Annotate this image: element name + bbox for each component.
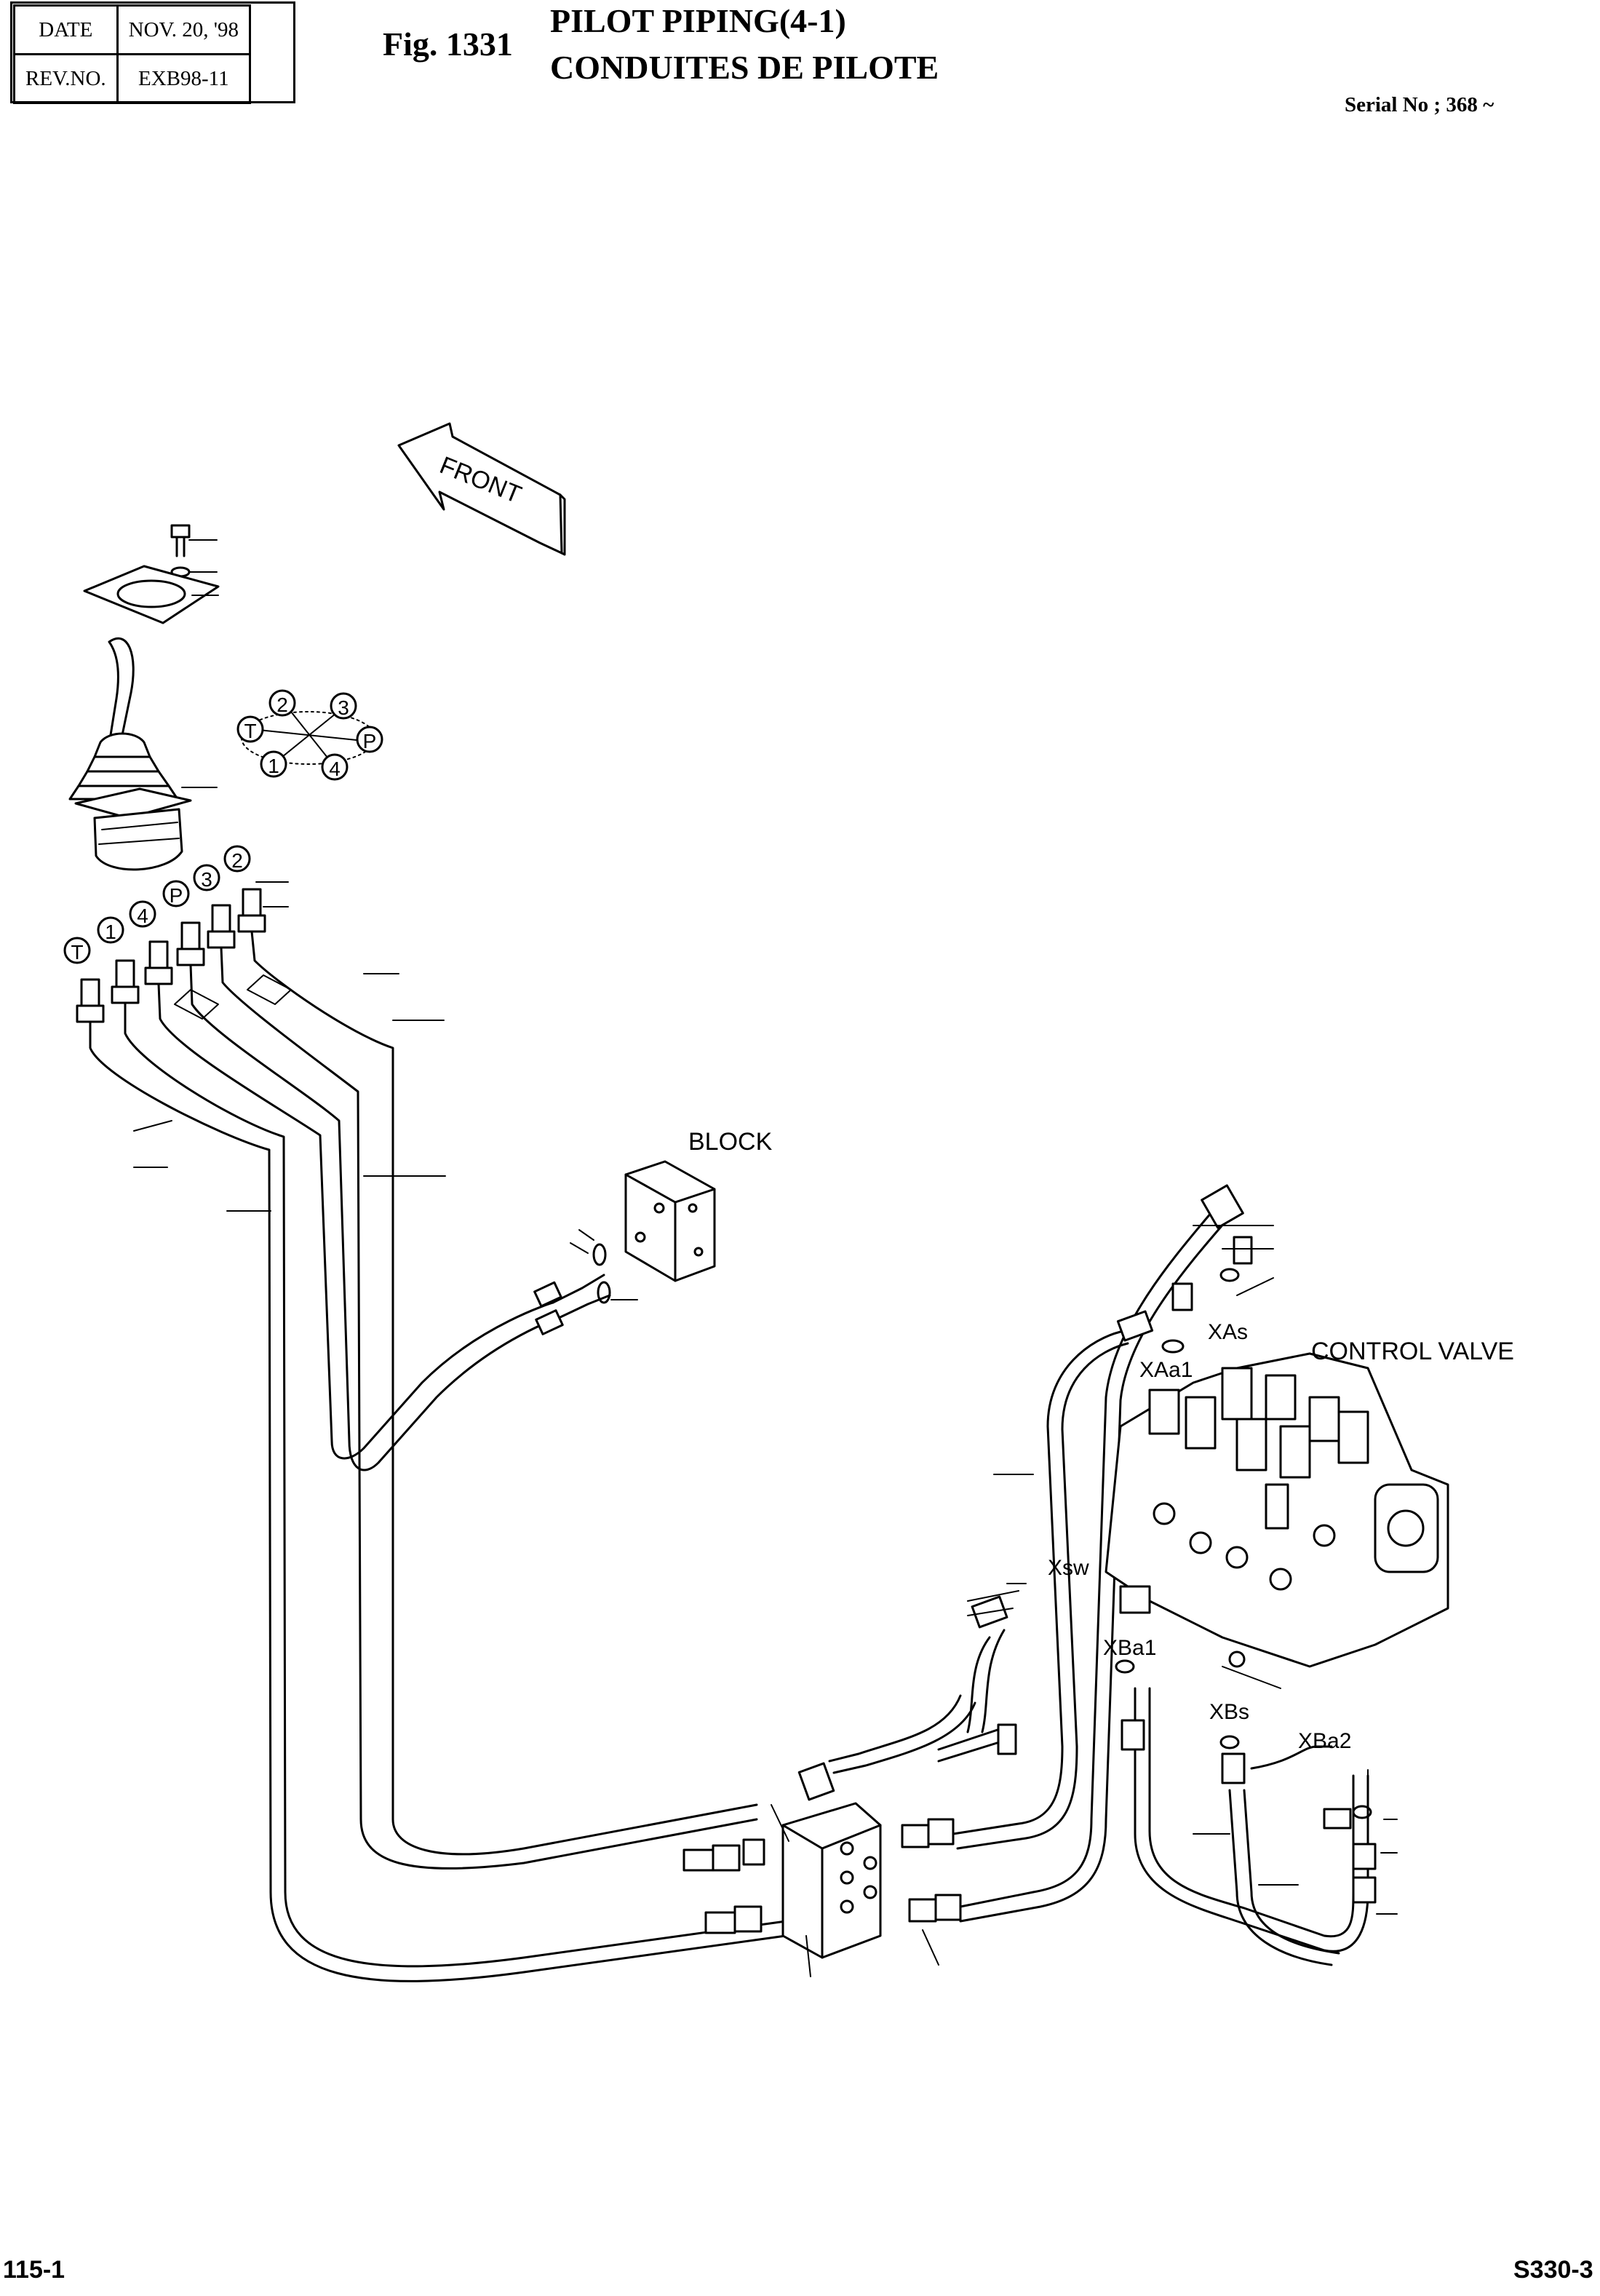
page-number: 115-1 <box>3 2256 65 2284</box>
model-number: S330-3 <box>1513 2256 1593 2284</box>
control-valve-label: CONTROL VALVE <box>1311 1338 1514 1365</box>
port-2: 2 <box>276 694 288 716</box>
figure-title-en: PILOT PIPING(4-1) <box>550 2 846 39</box>
date-value: NOV. 20, '98 <box>116 4 251 55</box>
callout-1: 1 <box>105 921 116 943</box>
block-label: BLOCK <box>688 1128 773 1156</box>
date-label: DATE <box>13 4 119 55</box>
label-xaa1: XAa1 <box>1139 1358 1193 1382</box>
distribution-fittings <box>682 1694 976 1934</box>
callout-2: 2 <box>231 849 243 872</box>
callout-p: P <box>170 884 183 907</box>
control-valve-hoses <box>952 1184 1398 1966</box>
control-valve: XAs XAa1 CONTROL VALVE Xsw XBa1 XBs XBa2 <box>1048 1225 1514 1819</box>
label-xsw: Xsw <box>1048 1556 1089 1580</box>
port-t: T <box>244 720 256 742</box>
port-1: 1 <box>268 755 279 777</box>
figure-number: Fig. 1331 <box>383 25 513 63</box>
port-3: 3 <box>338 696 349 719</box>
port-diagram: 2 3 T P 1 4 <box>236 689 383 781</box>
callout-3: 3 <box>201 868 212 891</box>
label-xba2: XBa2 <box>1298 1729 1351 1753</box>
distribution-block <box>771 1723 1017 1977</box>
rev-label: REV.NO. <box>13 53 119 104</box>
serial-number: Serial No ; 368 ~ <box>1345 93 1494 116</box>
label-xba1: XBa1 <box>1103 1636 1156 1660</box>
joystick-lever <box>68 637 218 871</box>
callout-t: T <box>71 941 83 964</box>
label-xbs: XBs <box>1209 1700 1249 1724</box>
rev-value: EXB98-11 <box>116 53 251 104</box>
label-xas: XAs <box>1208 1320 1248 1344</box>
hose-bundle-joystick <box>89 930 787 1982</box>
block-part: BLOCK <box>624 1128 773 1282</box>
callout-4: 4 <box>137 905 148 927</box>
revision-table: DATE NOV. 20, '98 REV.NO. EXB98-11 <box>13 4 251 104</box>
joystick-mount-parts <box>83 524 220 624</box>
front-arrow: FRONT <box>397 422 566 556</box>
port-p: P <box>363 730 377 752</box>
block-hoses <box>533 1229 638 1335</box>
port-4: 4 <box>329 758 341 780</box>
port-callouts: T 1 4 P 3 2 <box>63 845 251 964</box>
figure-title-fr: CONDUITES DE PILOTE <box>550 49 939 86</box>
